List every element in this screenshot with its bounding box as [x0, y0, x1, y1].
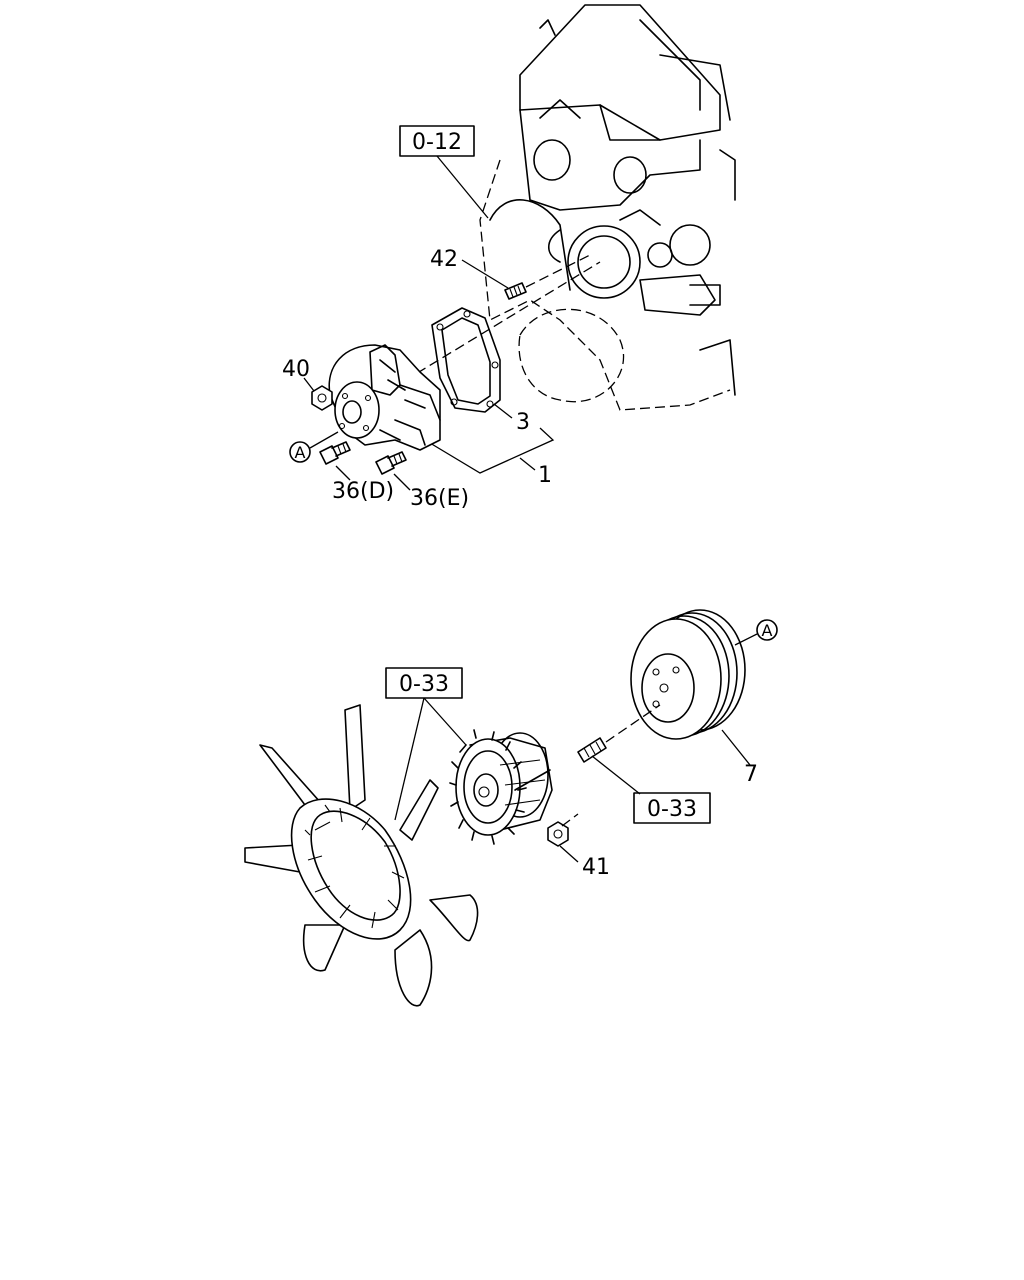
label-1: 1: [538, 463, 552, 488]
label-40: 40: [282, 357, 310, 382]
label-42: 42: [430, 247, 458, 272]
marker-a-top-label: A: [295, 443, 306, 462]
ref-box-stud: 0-33: [633, 792, 711, 824]
ref-box-fan-clutch: 0-33: [385, 667, 467, 821]
water-pump: [328, 344, 441, 451]
fan-clutch: [449, 729, 553, 845]
label-7: 7: [744, 762, 758, 787]
ref-label-fan-clutch: 0-33: [399, 672, 449, 697]
bolt-36d: 36(D): [319, 441, 394, 504]
label-36e: 36(E): [410, 486, 469, 511]
assembly-bracket: [429, 427, 555, 474]
stud-0-33: [577, 704, 661, 795]
nut-40: 40: [282, 357, 333, 411]
stud-42: 42: [430, 247, 591, 300]
marker-a-pulley-label: A: [762, 621, 773, 640]
ref-box-0-12: 0-12: [399, 125, 489, 219]
engine-block: [479, 4, 736, 411]
bolt-36e: 36(E): [375, 451, 469, 511]
cooling-fan: [244, 704, 479, 1007]
label-3: 3: [516, 410, 530, 435]
label-41: 41: [582, 855, 610, 880]
label-36d: 36(D): [332, 479, 394, 504]
ref-label-stud: 0-33: [647, 797, 697, 822]
nut-41: 41: [547, 813, 610, 880]
marker-a-pulley: A: [734, 619, 778, 646]
ref-label-0-12: 0-12: [412, 130, 462, 155]
pulley-7: 7: [630, 609, 758, 787]
marker-a-top: A: [289, 431, 339, 463]
gasket-3: 3: [431, 307, 530, 435]
